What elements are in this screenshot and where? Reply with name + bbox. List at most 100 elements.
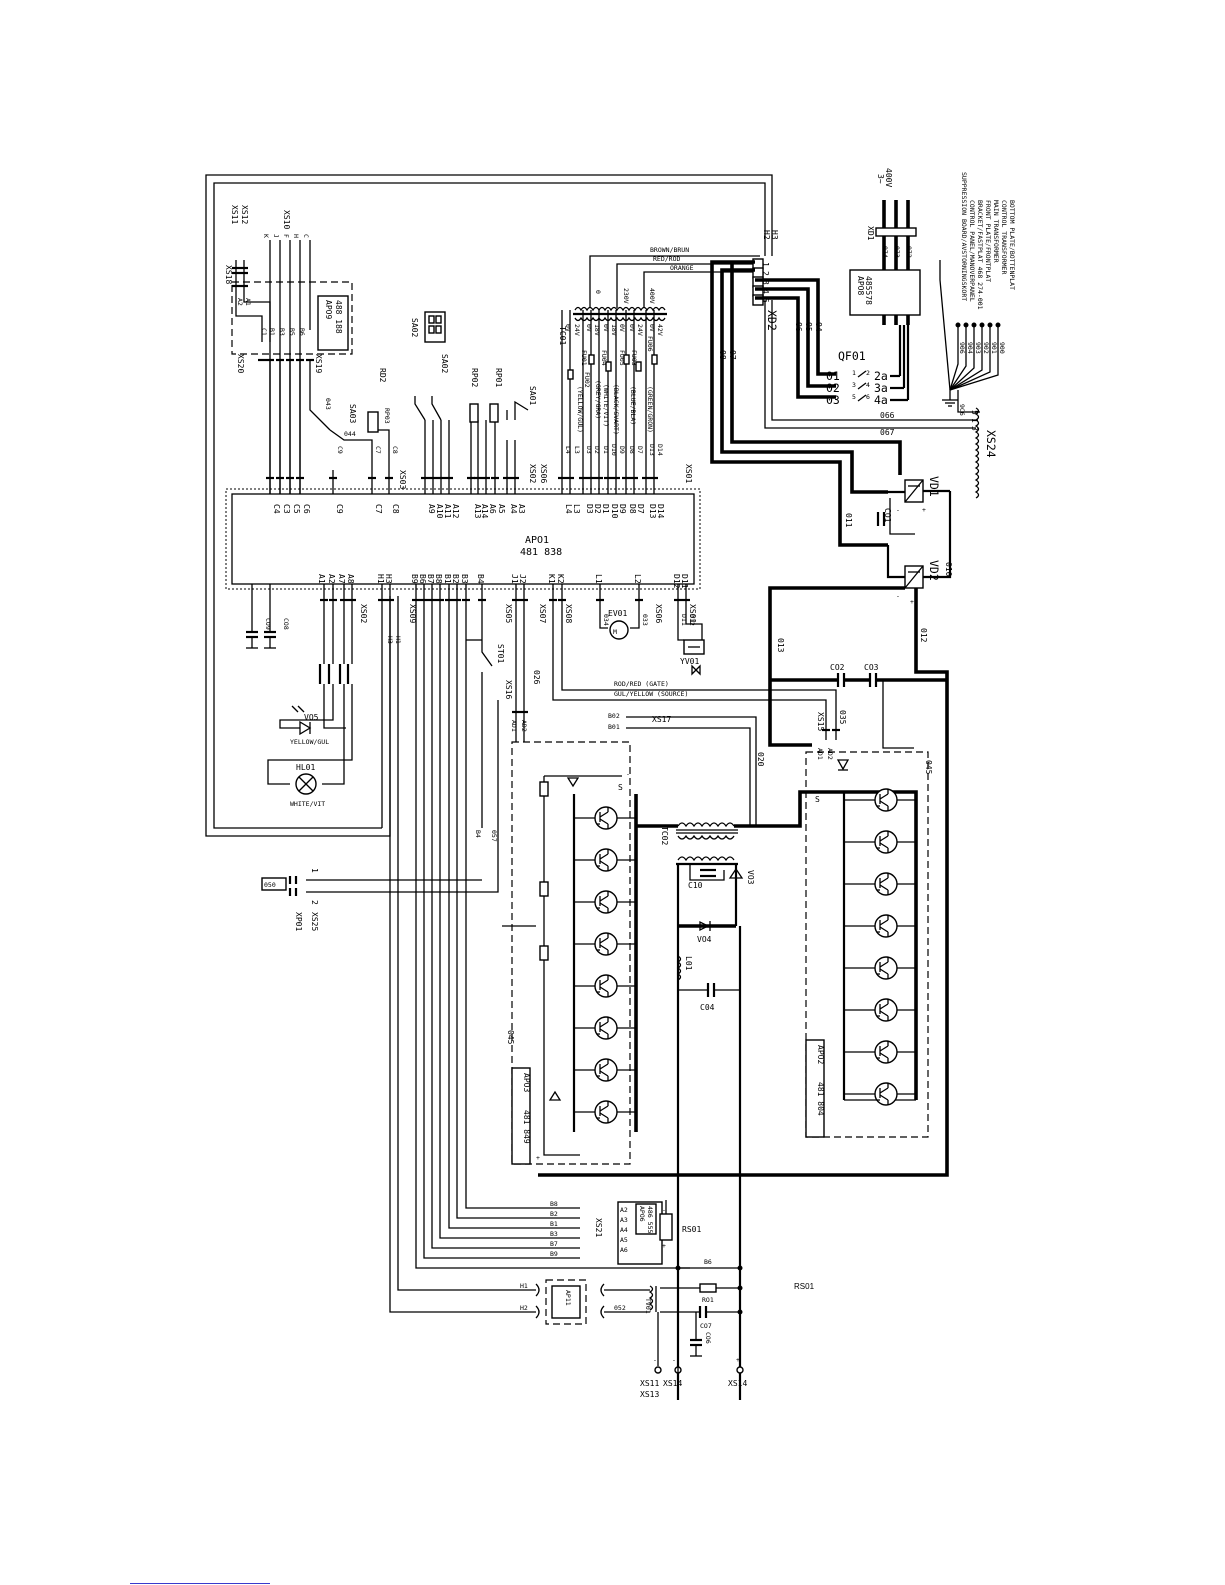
wire-code: D14	[656, 444, 664, 456]
filter-wire: B6	[704, 1258, 712, 1266]
apo9-pin: B6	[298, 328, 306, 336]
fuse-label: FU02	[583, 372, 591, 388]
fuse-icon	[635, 361, 642, 372]
igbt-icon	[874, 872, 898, 896]
xs01-pin-labels: D14 D13 D7 D8 D9 D10 D1 D2 D3 L3 L4 A3 A…	[473, 504, 665, 519]
legend-wire: 904	[966, 342, 974, 354]
pin-label: C5	[292, 504, 301, 514]
rectifier-vd1: VD1 CO1 - +	[876, 476, 950, 535]
xd2-wire: 04	[814, 322, 823, 332]
xs17-pin: B01	[608, 723, 620, 731]
legend-wire: 903	[974, 342, 982, 354]
xs24-pin: 1	[970, 418, 979, 423]
breaker-pin: 4	[866, 381, 870, 389]
pin-label: B6	[418, 574, 427, 584]
wire-color: (YELLOW/GUL)	[576, 386, 584, 433]
igbt-icon	[594, 806, 618, 830]
legend-line: CONTROL PANEL/MANOVERPANEL	[968, 200, 976, 302]
igbt-icon	[874, 830, 898, 854]
pin-label: B9	[410, 574, 419, 584]
pin-label: C4	[272, 504, 281, 514]
xs03-pin-labels: A12 A11 A10 A9 C8 C7 C9 C6 C5 C3 C4	[272, 504, 460, 519]
xs10-pin: F	[282, 234, 290, 238]
polarity: -	[896, 506, 900, 514]
pin-label: B3	[460, 574, 469, 584]
breaker-pin: 6	[866, 393, 870, 401]
breaker-qf01: QF01 01 02 03 1 3 5 2 4 6 2a 3a 4a	[826, 349, 908, 407]
cap-label: C04	[700, 1003, 715, 1012]
wire-code: L4	[564, 446, 572, 454]
coil-output: 0V	[585, 324, 593, 332]
pin-label: D12	[672, 574, 681, 589]
panel-controls: SA01 RP01 RP02 SA02 RD2 RP03 SA03 043 04…	[324, 354, 537, 454]
lamp-color: WHITE/VIT	[290, 800, 325, 808]
board-ref: APO9	[324, 300, 333, 319]
main-board-part: 481 838	[520, 547, 562, 558]
connector-xs15: 035 XS15 AD1 AD2 GUL/YELLOW (SOURCE) ROD…	[552, 612, 847, 760]
polarity: -	[626, 770, 630, 778]
wire-color: (GREY/GRA)	[594, 380, 602, 419]
pin-label: D3	[585, 504, 594, 514]
coil-output: 0V	[628, 324, 636, 332]
pin-label: A5	[497, 504, 506, 514]
wire-color-label: ORANGE	[670, 264, 694, 272]
wire-color: (BLUE/BLA)	[629, 386, 637, 425]
indicator-lamps: VO5 YELLOW/GUL HL01 WHITE/VIT	[267, 664, 353, 808]
pin-label: A3	[517, 504, 526, 514]
board-ref: APO2	[816, 1045, 825, 1064]
igbt-icon	[874, 914, 898, 938]
rect-wire: 012	[919, 628, 928, 643]
ev01-fan: M EV01 034 033	[599, 609, 649, 640]
connector-ref: XS18	[224, 265, 233, 284]
fuse-label: FU01	[580, 350, 588, 366]
board-ref: APO6	[638, 1206, 646, 1222]
pin-label: H3	[384, 574, 393, 584]
connector-label: XS02	[359, 604, 368, 623]
ctrl-wire: C8	[391, 446, 399, 454]
rect-wire: 010	[944, 562, 953, 577]
xs21-wire: B8	[550, 1200, 558, 1208]
xs16-wire: 026	[532, 670, 541, 685]
igbt-icon	[874, 1082, 898, 1106]
board-ref: APO8	[856, 276, 865, 295]
connector-label: XS01	[684, 464, 693, 483]
xs24-pin: 5	[970, 410, 979, 415]
connector-label: XS02	[528, 464, 537, 483]
apo9-pin: C1	[260, 328, 268, 336]
rectifier-ref: VD2	[927, 560, 941, 581]
pin-label: A1	[317, 574, 326, 584]
breaker-terminal: 3a	[874, 381, 888, 395]
igbt-icon	[594, 1058, 618, 1082]
control-ref: RD2	[378, 368, 387, 383]
sig-wire: D11	[680, 614, 688, 626]
fuse-icon	[567, 369, 574, 380]
xd2-pin: 2	[761, 271, 770, 276]
xd2-wire: 067	[880, 428, 895, 437]
pin-label: C8	[391, 504, 400, 514]
output-filter: B6 RO1 CO7 CO6	[660, 1258, 743, 1357]
igbt-source: S	[815, 795, 820, 804]
frame-wire-label: H2	[762, 230, 771, 240]
xs10-pin: K	[262, 234, 270, 238]
page-rule	[130, 1583, 270, 1584]
transformer-ref: TC02	[660, 826, 669, 845]
pin-label: A12	[451, 504, 460, 519]
connector-label: XS07	[538, 604, 547, 623]
xs-connector-labels: XS01 XS06 XS02 XS03 XS20 XS19 XS02 XS09 …	[236, 354, 697, 623]
supply-connector: XD1	[866, 226, 875, 241]
igbt-icon	[594, 1016, 618, 1040]
polarity: +	[922, 506, 926, 514]
inductor-label: L01	[684, 956, 693, 971]
xs10-pin: J	[272, 234, 280, 238]
breaker-terminal: 03	[826, 393, 840, 407]
pin-label: D10	[610, 504, 619, 519]
connector-ref: XS24	[984, 430, 998, 458]
connector-ref: XS12	[240, 205, 249, 224]
connector-label: XS19	[314, 354, 323, 373]
pin-label: B2	[451, 574, 460, 584]
pin-label: H1	[376, 574, 385, 584]
xs21-wire: B3	[550, 1230, 558, 1238]
tap-label: 400V	[648, 288, 656, 304]
pin-label: L2	[633, 574, 642, 584]
main-board-ref: APO1	[525, 535, 549, 546]
